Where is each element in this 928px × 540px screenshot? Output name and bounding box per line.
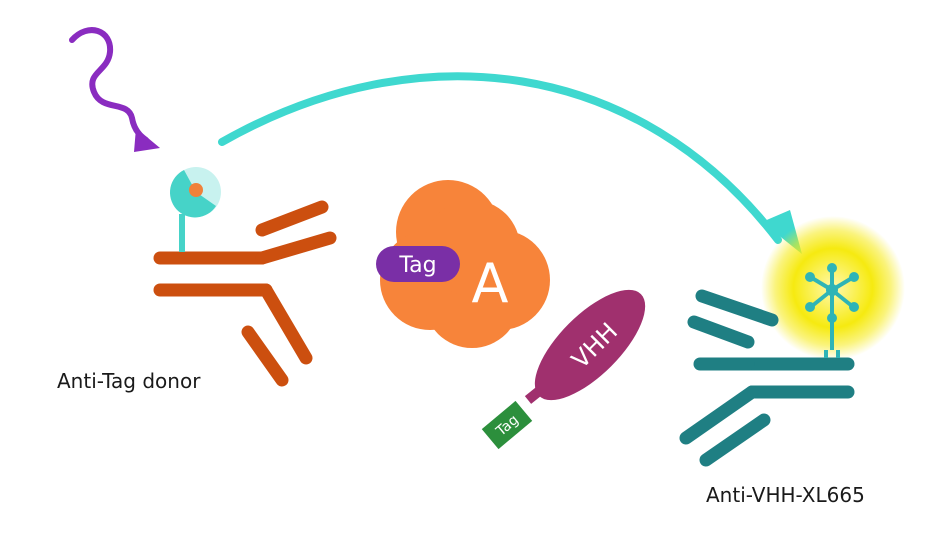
- donor-antibody: [153, 200, 337, 387]
- acceptor-caption: Anti-VHH-XL665: [706, 483, 865, 507]
- xl665-acceptor-icon: [805, 263, 859, 358]
- target-letter: A: [472, 252, 509, 315]
- target-tag-label: Tag: [398, 253, 436, 278]
- excitation-wave-icon: [69, 27, 160, 152]
- vhh-nanobody: [524, 289, 646, 404]
- terbium-donor-icon: [169, 167, 221, 252]
- vhh-tag: [481, 400, 533, 450]
- acceptor-antibody: [679, 289, 855, 467]
- donor-caption: Anti-Tag donor: [57, 369, 201, 393]
- target-tag: [376, 246, 460, 282]
